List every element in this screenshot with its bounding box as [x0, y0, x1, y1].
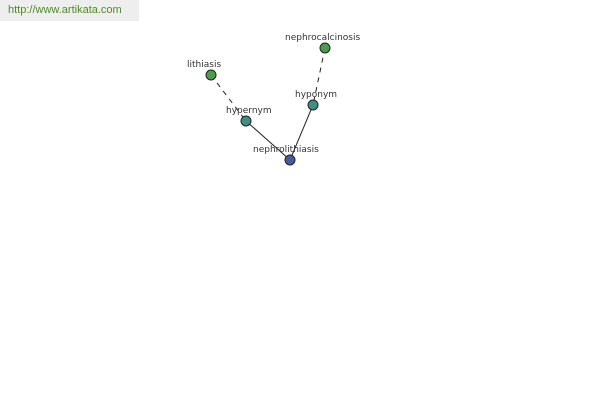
label-nephrocalcinosis: nephrocalcinosis	[285, 33, 360, 43]
node-hypernym[interactable]	[240, 115, 252, 127]
node-lithiasis[interactable]	[205, 69, 217, 81]
node-hyponym[interactable]	[307, 99, 319, 111]
node-nephrocalcinosis[interactable]	[319, 42, 331, 54]
label-hyponym: hyponym	[295, 90, 337, 100]
label-nephrolithiasis: nephrolithiasis	[253, 145, 319, 155]
label-hypernym: hypernym	[226, 106, 272, 116]
label-lithiasis: lithiasis	[187, 60, 221, 70]
edge-hyponym-nephrolithiasis	[289, 104, 314, 161]
source-url-label[interactable]: http://www.artikata.com	[0, 0, 139, 21]
edge-hypernym-nephrolithiasis	[245, 120, 291, 161]
node-nephrolithiasis[interactable]	[284, 154, 296, 166]
